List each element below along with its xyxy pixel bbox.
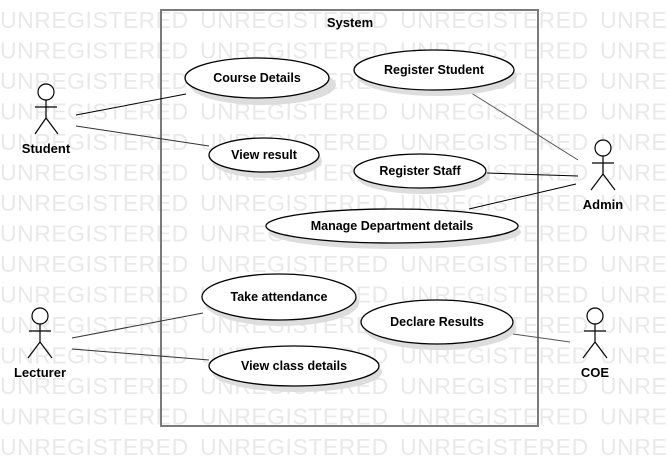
watermark-text: UNREGISTERED <box>400 99 589 125</box>
usecase-register-student-label: Register Student <box>384 63 485 77</box>
watermark-text: UNREGISTERED <box>0 7 189 33</box>
actor-lecturer[interactable] <box>27 307 53 359</box>
watermark-text: UNREGISTERED <box>200 7 389 33</box>
system-boundary: System <box>160 9 539 427</box>
association-admin-register-staff <box>486 172 579 177</box>
watermark-text: UNREGISTERED <box>0 434 189 460</box>
association-admin-manage-department <box>468 183 577 210</box>
actor-lecturer-label: Lecturer <box>14 365 66 380</box>
usecase-view-result-label: View result <box>231 148 298 162</box>
watermark-text: UNREGISTERED <box>600 312 668 338</box>
association-lecturer-view-class-details <box>71 348 210 361</box>
watermark-text: UNREGISTERED <box>600 7 668 33</box>
usecase-declare-results-label: Declare Results <box>390 315 484 329</box>
actor-admin-label: Admin <box>583 197 624 212</box>
usecase-take-attendance[interactable]: Take attendance <box>201 273 359 326</box>
watermark-text: UNREGISTERED <box>600 160 668 186</box>
usecase-register-staff[interactable]: Register Staff <box>353 153 489 194</box>
actor-coe[interactable] <box>582 307 608 359</box>
watermark-text: UNREGISTERED <box>400 129 589 155</box>
association-student-course-details <box>75 93 187 116</box>
usecase-declare-results[interactable]: Declare Results <box>360 299 516 350</box>
watermark-text: UNREGISTERED <box>0 251 189 277</box>
watermark-text: UNREGISTERED <box>600 404 668 430</box>
watermark-text: UNREGISTERED <box>200 251 389 277</box>
watermark-text: UNREGISTERED <box>600 221 668 247</box>
watermark-text: UNREGISTERED <box>600 282 668 308</box>
watermark-text: UNREGISTERED <box>0 68 189 94</box>
watermark-text: UNREGISTERED <box>400 251 589 277</box>
association-admin-register-student <box>467 90 579 161</box>
system-title: System <box>327 15 373 30</box>
watermark-text: UNREGISTERED <box>200 434 389 460</box>
watermark-text: UNREGISTERED <box>400 434 589 460</box>
system-boundary-box <box>160 9 539 427</box>
association-coe-declare-results <box>512 333 571 343</box>
actor-admin[interactable] <box>590 139 616 191</box>
watermark-text: UNREGISTERED <box>600 343 668 369</box>
watermark-text: UNREGISTERED <box>600 129 668 155</box>
usecase-view-class-details-label: View class details <box>241 359 347 373</box>
watermark-text: UNREGISTERED <box>0 190 189 216</box>
usecase-register-staff-label: Register Staff <box>379 164 461 178</box>
usecase-view-class-details[interactable]: View class details <box>208 345 382 392</box>
watermark-text: UNREGISTERED <box>600 99 668 125</box>
watermark-text: UNREGISTERED <box>0 404 189 430</box>
watermark-text: UNREGISTERED <box>400 7 589 33</box>
watermark-text: UNREGISTERED <box>600 251 668 277</box>
usecase-manage-department-label: Manage Department details <box>311 219 474 233</box>
watermark-text: UNREGISTERED <box>600 373 668 399</box>
watermark-text: UNREGISTERED <box>0 160 189 186</box>
association-lecturer-take-attendance <box>71 312 204 339</box>
association-student-view-result <box>75 125 210 147</box>
associations <box>71 90 579 361</box>
watermark-text: UNREGISTERED <box>600 38 668 64</box>
usecase-course-details-label: Course Details <box>213 71 301 85</box>
usecase-view-result[interactable]: View result <box>208 137 322 178</box>
watermark-text: UNREGISTERED <box>600 434 668 460</box>
usecase-register-student[interactable]: Register Student <box>353 49 517 96</box>
actor-student-label: Student <box>22 141 71 156</box>
use-cases: Course Details View result Register Stud… <box>184 49 521 392</box>
watermark-text: UNREGISTERED <box>600 68 668 94</box>
watermark-text: UNREGISTERED <box>0 38 189 64</box>
usecase-take-attendance-label: Take attendance <box>230 290 327 304</box>
watermark-text: UNREGISTERED <box>600 190 668 216</box>
watermark-text: UNREGISTERED <box>400 373 589 399</box>
watermark-text: UNREGISTERED <box>0 129 189 155</box>
watermark-text: UNREGISTERED <box>0 373 189 399</box>
usecase-course-details[interactable]: Course Details <box>184 57 336 105</box>
watermark-text: UNREGISTERED <box>0 282 189 308</box>
actor-coe-label: COE <box>581 365 610 380</box>
actor-student[interactable] <box>34 83 59 135</box>
usecase-manage-department[interactable]: Manage Department details <box>265 208 521 249</box>
watermark-text: UNREGISTERED <box>0 221 189 247</box>
